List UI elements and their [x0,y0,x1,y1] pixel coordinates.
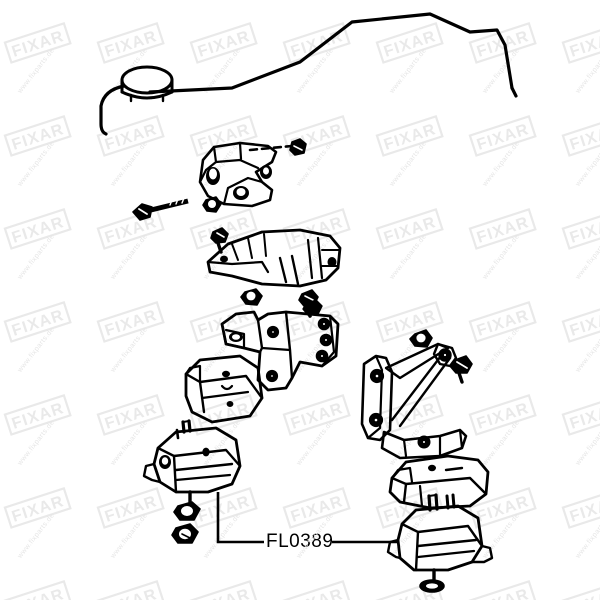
leader-line-left [216,492,264,544]
callout-leader-lines [216,492,398,544]
